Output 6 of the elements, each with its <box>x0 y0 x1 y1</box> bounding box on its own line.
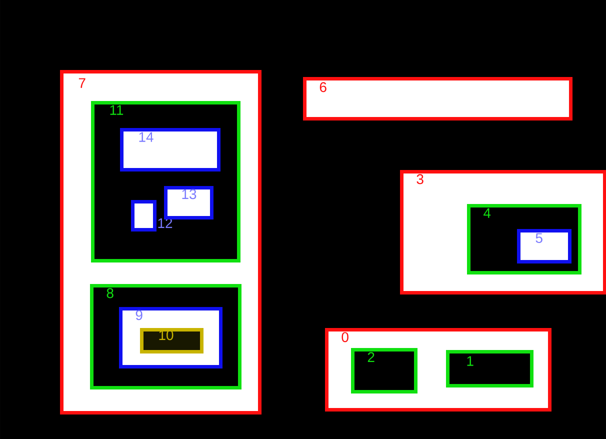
box: 13 <box>164 186 214 220</box>
box: 5 <box>517 229 572 264</box>
box: 6 <box>303 77 572 120</box>
box: 14 <box>120 128 220 172</box>
box: 1 <box>446 350 534 388</box>
box: 2 <box>351 348 418 394</box>
